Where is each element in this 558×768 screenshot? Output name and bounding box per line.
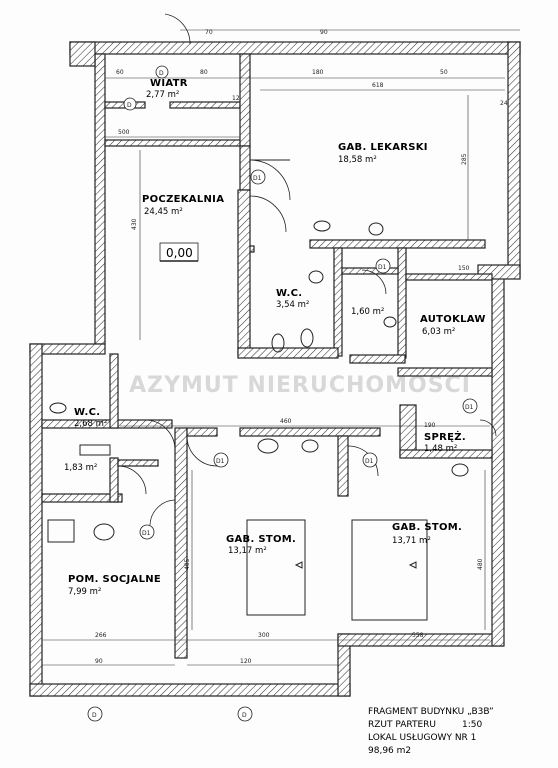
dim-label: 60 <box>116 69 124 76</box>
title-line-4: 98,96 m2 <box>368 746 411 756</box>
room-area: 1,60 m² <box>351 307 384 317</box>
dim-label: 90 <box>95 658 103 665</box>
interior-walls <box>41 53 493 659</box>
doors <box>117 13 497 526</box>
sink-icon <box>383 316 397 328</box>
room-area: 13,17 m² <box>228 546 267 556</box>
room-area: 1,83 m² <box>64 463 97 473</box>
sink-icon <box>257 438 279 454</box>
door-tag: D1 <box>465 404 474 411</box>
dim-label: 180 <box>312 69 324 76</box>
title-scale: 1:50 <box>462 720 482 730</box>
dim-label: 405 <box>184 558 191 570</box>
dim-label: 90 <box>320 29 328 36</box>
room-area: 18,58 m² <box>338 155 377 165</box>
svg-text:0,00: 0,00 <box>166 246 193 260</box>
room-area: 24,45 m² <box>144 207 183 217</box>
door-tags: D D D1 D1 D1 D1 D1 D1 D D <box>87 65 478 722</box>
room-name: W.C. <box>74 407 100 418</box>
dim-label: 50 <box>440 69 448 76</box>
room-name: W.C. <box>276 288 302 299</box>
room-name: AUTOKLAW <box>420 314 486 325</box>
room-area: 13,71 m² <box>392 536 431 546</box>
door-tag: D <box>92 712 97 719</box>
dim-label: 150 <box>458 265 470 272</box>
room-area: 2,68 m² <box>74 419 107 429</box>
room-name: GAB. STOM. <box>226 534 296 545</box>
sink-icon <box>49 402 67 414</box>
room-area: 3,54 m² <box>276 300 309 310</box>
title-line-2: RZUT PARTERU <box>368 720 436 730</box>
dim-label: 70 <box>205 29 213 36</box>
room-labels: WIATR 2,77 m² GAB. LEKARSKI 18,58 m² POC… <box>64 78 486 597</box>
dim-label: 618 <box>372 82 384 89</box>
room-name: GAB. LEKARSKI <box>338 142 428 153</box>
door-tag: D <box>127 102 132 109</box>
room-name: POCZEKALNIA <box>142 194 224 205</box>
toilet-icon <box>313 220 331 232</box>
dimension-lines <box>42 29 520 666</box>
door-tag: D1 <box>365 458 374 465</box>
dim-label: 430 <box>131 218 138 230</box>
dimension-labels: 70 80 60 90 180 50 618 500 430 460 266 3… <box>95 29 508 665</box>
room-area: 1,48 m² <box>424 444 457 454</box>
title-line-1: FRAGMENT BUDYNKU „B3B” <box>368 707 494 717</box>
door-tag: D1 <box>253 175 262 182</box>
elevation-marker: 0,00 <box>159 242 199 262</box>
dim-label: 500 <box>118 129 130 136</box>
room-name: POM. SOCJALNE <box>68 574 161 585</box>
dim-label: 300 <box>258 632 270 639</box>
sink-icon <box>368 222 384 236</box>
sink-icon <box>301 439 319 453</box>
sink-icon <box>93 523 115 541</box>
dim-label: 120 <box>240 658 252 665</box>
outer-walls <box>29 41 521 697</box>
dim-label: 558 <box>412 632 424 639</box>
dental-chair-outline <box>246 519 306 616</box>
dim-label: 24 <box>500 100 508 107</box>
room-name: SPRĘŻ. <box>424 429 466 443</box>
door-tag: D1 <box>216 458 225 465</box>
room-area: 6,03 m² <box>422 327 455 337</box>
dim-label: 80 <box>200 69 208 76</box>
fixtures <box>47 220 469 621</box>
sink-icon <box>308 270 324 284</box>
toilet-icon <box>271 333 285 353</box>
room-name: WIATR <box>150 78 188 89</box>
dim-label: 460 <box>280 418 292 425</box>
title-line-3: LOKAL USŁUGOWY NR 1 <box>368 733 476 743</box>
door-tag: D <box>242 712 247 719</box>
dim-label: 190 <box>424 422 436 429</box>
room-area: 7,99 m² <box>68 587 101 597</box>
dim-label: 480 <box>477 558 484 570</box>
toilet-icon <box>300 328 314 348</box>
room-area: 2,77 m² <box>146 90 179 100</box>
sink-icon <box>451 463 469 477</box>
dim-label: 12 <box>232 95 240 102</box>
dim-label: 285 <box>461 153 468 165</box>
dim-label: 266 <box>95 632 107 639</box>
room-name: GAB. STOM. <box>392 522 462 533</box>
door-tag: D <box>159 70 164 77</box>
title-block: FRAGMENT BUDYNKU „B3B” RZUT PARTERU 1:50… <box>368 707 494 756</box>
door-tag: D1 <box>378 264 387 271</box>
dental-chair-outline <box>351 519 428 621</box>
door-tag: D1 <box>142 530 151 537</box>
